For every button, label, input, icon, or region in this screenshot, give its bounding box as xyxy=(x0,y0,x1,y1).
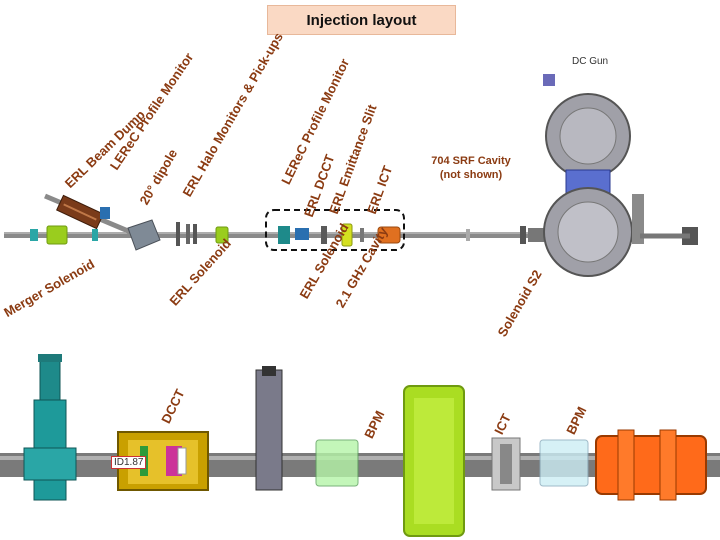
top-beampipe xyxy=(4,232,540,238)
bpm-device-2 xyxy=(539,439,589,487)
label-srf-cavity-line1: 704 SRF Cavity xyxy=(431,155,511,167)
bottom-cavity xyxy=(595,435,707,495)
label-dc-gun: DC Gun xyxy=(572,56,609,67)
top-flange xyxy=(466,229,470,241)
merger-solenoid xyxy=(46,225,68,245)
top-flange xyxy=(30,229,38,241)
id-label: ID1.87 xyxy=(111,456,147,469)
profile-monitor-1 xyxy=(100,207,110,219)
top-flange xyxy=(92,229,98,241)
emittance-slit xyxy=(321,226,327,244)
erl-beam-dump xyxy=(56,194,104,230)
dipole-20 xyxy=(127,219,161,251)
dcct-top xyxy=(278,226,290,244)
bpm-device-1 xyxy=(315,439,359,487)
bottom-column xyxy=(255,369,283,491)
dc-gun-side-port xyxy=(632,194,644,244)
bottom-big-solenoid-inner xyxy=(414,398,454,524)
dc-gun-lower-vessel-inner xyxy=(557,201,619,263)
bottom-beampipe-highlight xyxy=(0,456,720,460)
dcct-column xyxy=(38,354,62,362)
bottom-solenoid-coil xyxy=(177,447,187,475)
erl-ict xyxy=(360,228,364,242)
bottom-cavity-flange xyxy=(659,429,677,501)
dcct-column xyxy=(23,447,77,481)
bottom-cavity-flange xyxy=(617,429,635,501)
halo-monitor xyxy=(193,224,197,244)
erl-solenoid-2 xyxy=(341,223,353,247)
dc-gun-top-port xyxy=(543,74,555,86)
profile-monitor-2 xyxy=(295,228,309,240)
dc-gun-connector xyxy=(528,228,544,242)
halo-monitor xyxy=(186,224,190,244)
erl-solenoid-1 xyxy=(215,226,229,244)
dc-gun-upper-vessel-inner xyxy=(559,107,617,165)
label-srf-cavity-line2: (not shown) xyxy=(439,169,503,181)
top-flange xyxy=(520,226,526,244)
ict-device-core xyxy=(500,444,512,484)
halo-monitor xyxy=(176,222,180,246)
ghz-cavity xyxy=(377,226,401,244)
label-srf-cavity: 704 SRF Cavity (not shown) xyxy=(428,154,514,182)
highlight-box xyxy=(265,209,405,251)
diagram-title: Injection layout xyxy=(267,5,456,35)
bottom-column xyxy=(262,366,276,376)
